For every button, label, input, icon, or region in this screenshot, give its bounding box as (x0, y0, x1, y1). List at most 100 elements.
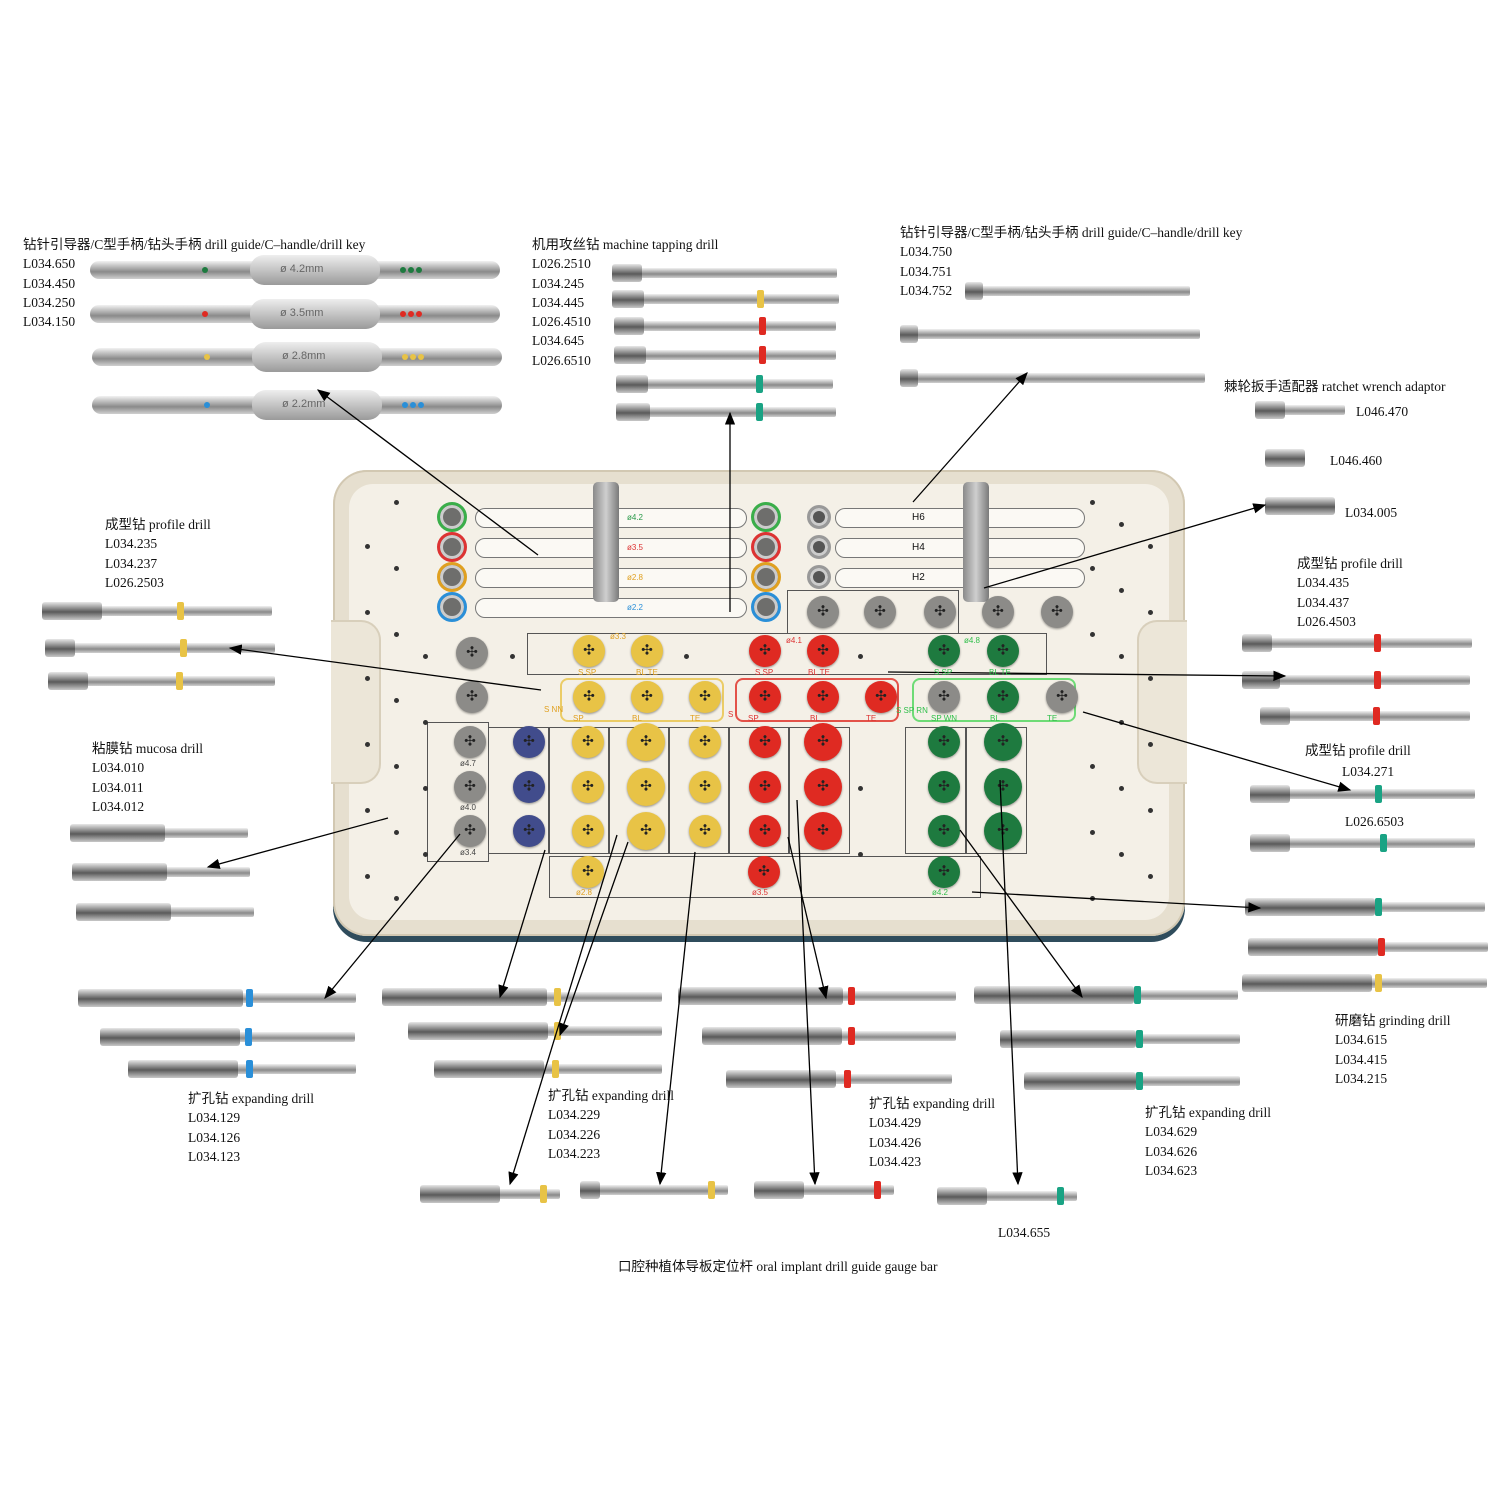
profile-drill-head (42, 602, 102, 620)
code: L034.751 (900, 263, 953, 279)
tapping-drill-head (612, 290, 644, 308)
drill-socket (749, 771, 781, 803)
drill-guide-key: ø 2.2mm (92, 390, 502, 420)
row-label: BL (990, 714, 1000, 723)
guide-size-label: ø2.8 (627, 573, 644, 582)
diameter-label: ø3.4 (460, 848, 477, 857)
tray-perforation (365, 544, 370, 549)
guide-size-label: ø3.5 (627, 543, 644, 552)
tray-perforation (423, 786, 428, 791)
row-label: S (728, 710, 734, 719)
drill-socket (749, 681, 781, 713)
profile-drill (1242, 671, 1470, 689)
tray-perforation (1148, 676, 1153, 681)
label-profile-drill-right2: 成型钻 profile drill (1305, 743, 1411, 758)
tapping-drill (612, 264, 837, 282)
color-band (1378, 938, 1385, 956)
code: L046.470 (1356, 404, 1409, 419)
drill-guide-size: ø 2.8mm (282, 350, 326, 362)
color-band (1057, 1187, 1064, 1205)
tapping-drill-head (616, 375, 648, 393)
handle-slot (835, 508, 1085, 528)
gauge-bar (420, 1185, 560, 1203)
tray-perforation (394, 764, 399, 769)
drill-socket (984, 768, 1022, 806)
code: L034.750 (900, 244, 953, 260)
drill-socket (749, 635, 781, 667)
row-label: S SP (755, 668, 774, 677)
tray-handle-left (331, 620, 381, 784)
code: L026.2503 (105, 574, 164, 590)
handle-ring-slot (807, 565, 831, 589)
code: L026.6503 (1345, 814, 1404, 829)
color-dot (416, 267, 422, 273)
tray-perforation (1148, 742, 1153, 747)
drill-socket (928, 856, 960, 888)
color-band (554, 988, 561, 1006)
tray-perforation (510, 654, 515, 659)
title: 机用攻丝钻 machine tapping drill (532, 237, 719, 252)
title: 扩孔钻 expanding drill (869, 1096, 995, 1111)
profile-drill-head (1250, 834, 1290, 852)
tray-perforation (1090, 830, 1095, 835)
row-label: TE (690, 714, 701, 723)
drill-socket (984, 723, 1022, 761)
code: L034.126 (188, 1129, 241, 1145)
code: L034.626 (1145, 1143, 1198, 1159)
tray-perforation (1090, 632, 1095, 637)
handle-slot (835, 568, 1085, 588)
expanding-drill (434, 1060, 662, 1078)
tapping-drill-head (616, 403, 650, 421)
expanding-drill-head (408, 1022, 548, 1040)
expanding-drill (702, 1027, 956, 1045)
guide-ring-slot (751, 592, 781, 622)
color-dot (418, 402, 424, 408)
ratchet-adaptor-head (1265, 497, 1335, 515)
color-band (708, 1181, 715, 1199)
tray-perforation (1119, 720, 1124, 725)
code: L034.645 (532, 333, 585, 349)
expanding-drill-head (78, 989, 243, 1007)
mucosa-drill (70, 824, 248, 842)
tapping-drill (614, 346, 836, 364)
drill-guide-body: ø 4.2mm (250, 255, 380, 285)
guide-size-label: ø2.2 (627, 603, 644, 612)
color-band (848, 1027, 855, 1045)
diameter-label: ø3.3 (610, 632, 627, 641)
drill-socket (454, 726, 486, 758)
title: 研磨钻 grinding drill (1335, 1013, 1451, 1028)
tray-perforation (394, 566, 399, 571)
color-dot (202, 311, 208, 317)
mucosa-drill-head (70, 824, 165, 842)
c-handle-head (900, 369, 918, 387)
drill-socket (807, 635, 839, 667)
tray-perforation (1119, 654, 1124, 659)
profile-drill (1242, 634, 1472, 652)
color-band (540, 1185, 547, 1203)
tapping-drill-head (614, 317, 644, 335)
grinding-drill-head (1245, 898, 1375, 916)
tray-perforation (1148, 610, 1153, 615)
c-handle (900, 369, 1205, 387)
row-label: S SP (578, 668, 597, 677)
expanding-drill (1024, 1072, 1240, 1090)
title: 钻针引导器/C型手柄/钻头手柄 drill guide/C–handle/dri… (23, 237, 366, 252)
mucosa-drill-head (72, 863, 167, 881)
color-dot (400, 267, 406, 273)
diameter-label: ø2.8 (576, 888, 593, 897)
expanding-drill (128, 1060, 356, 1078)
tapping-drill-head (612, 264, 642, 282)
code: L034.229 (548, 1107, 601, 1123)
drill-socket (454, 771, 486, 803)
drill-socket (572, 815, 604, 847)
tray-perforation (1090, 896, 1095, 901)
drill-socket (987, 681, 1019, 713)
expanding-drill (678, 987, 956, 1005)
color-dot (402, 402, 408, 408)
grinding-drill (1242, 974, 1487, 992)
grinding-drill-head (1242, 974, 1372, 992)
expanding-drill-head (974, 986, 1134, 1004)
tray-perforation (423, 852, 428, 857)
